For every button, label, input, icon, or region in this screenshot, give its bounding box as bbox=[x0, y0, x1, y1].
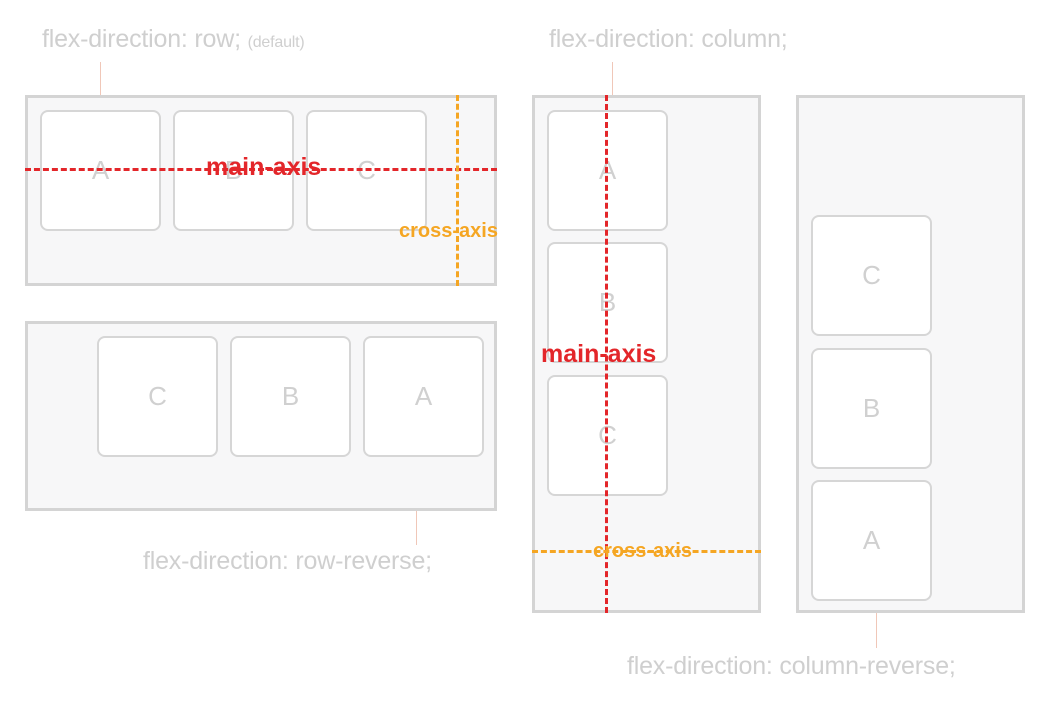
column-main-axis-label: main-axis bbox=[541, 340, 657, 368]
caption-row-reverse-leader bbox=[416, 511, 417, 545]
row-main-axis-label: main-axis bbox=[206, 153, 322, 181]
flex-item-row-reverse-1: C bbox=[97, 336, 218, 457]
caption-column-reverse: flex-direction: column-reverse; bbox=[627, 652, 956, 680]
flex-item-column-reverse-3: A bbox=[811, 480, 932, 601]
caption-row-default: (default) bbox=[247, 34, 305, 51]
flex-item-column-reverse-1: C bbox=[811, 215, 932, 336]
column-main-axis-line bbox=[605, 95, 608, 613]
caption-column-leader bbox=[612, 62, 613, 95]
caption-column-reverse-leader bbox=[876, 613, 877, 648]
flex-container-column-reverse: C B A bbox=[796, 95, 1025, 613]
row-cross-axis-line bbox=[456, 95, 459, 286]
column-cross-axis-line bbox=[532, 550, 761, 553]
flex-container-row: A B C bbox=[25, 95, 497, 286]
caption-row-text: flex-direction: row; bbox=[42, 25, 241, 53]
column-cross-axis-label: cross-axis bbox=[593, 540, 692, 562]
flex-item-row-reverse-3: A bbox=[363, 336, 484, 457]
caption-row: flex-direction: row; (default) bbox=[42, 25, 305, 54]
flex-container-row-reverse: C B A bbox=[25, 321, 497, 511]
caption-row-reverse: flex-direction: row-reverse; bbox=[143, 547, 432, 575]
flex-item-column-reverse-2: B bbox=[811, 348, 932, 469]
caption-column: flex-direction: column; bbox=[549, 25, 788, 53]
caption-row-leader bbox=[100, 62, 101, 95]
row-main-axis-line bbox=[25, 168, 497, 171]
flex-item-row-reverse-2: B bbox=[230, 336, 351, 457]
row-cross-axis-label: cross-axis bbox=[399, 220, 498, 242]
